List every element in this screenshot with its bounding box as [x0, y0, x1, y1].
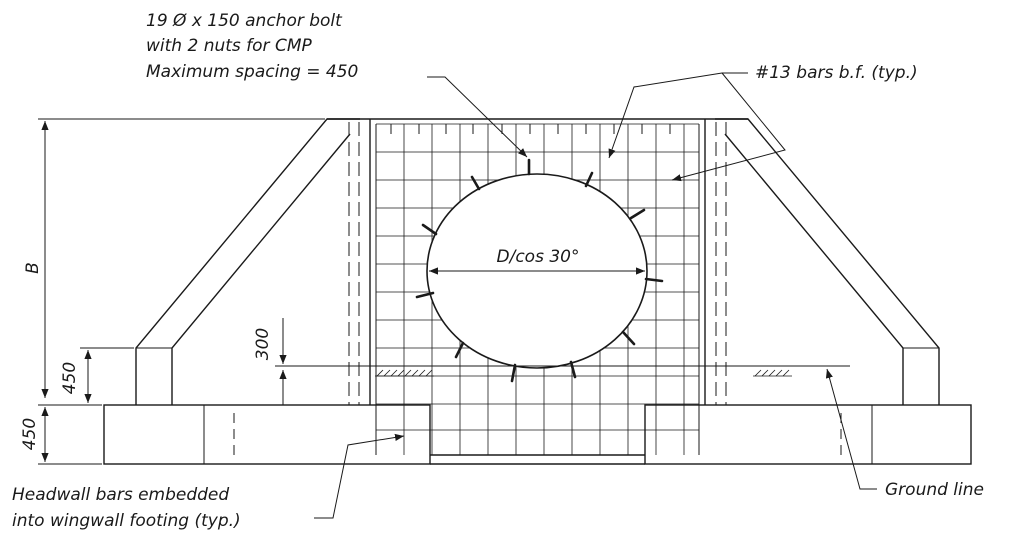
- anchor-bolt: [470, 175, 481, 191]
- anchor-bolt: [569, 360, 577, 379]
- left-footing: [103, 404, 431, 465]
- bars-note: #13 bars b.f. (typ.): [755, 63, 918, 83]
- anchor-bolt: [621, 330, 636, 346]
- dim-b-label: B: [23, 262, 43, 274]
- ground-line: [275, 365, 850, 377]
- leader-anchor-bolt: [427, 76, 528, 158]
- dimension-b: [38, 118, 325, 398]
- right-footing: [644, 404, 972, 465]
- anchor-bolt: [584, 171, 594, 188]
- dimension-450-upper: [80, 347, 134, 403]
- pipe-width-label: D/cos 30°: [497, 247, 580, 267]
- anchor-bolts: [415, 158, 664, 383]
- headwall-note-line1: Headwall bars embedded: [12, 485, 229, 505]
- anchor-bolt: [510, 363, 517, 383]
- right-wingwall: [715, 118, 940, 405]
- anchor-bolt: [454, 341, 465, 359]
- left-wingwall: [135, 118, 360, 405]
- dim-300-label: 300: [253, 328, 273, 360]
- leader-bars: [608, 72, 786, 182]
- dim-450-upper-label: 450: [60, 362, 80, 394]
- anchor-bolt: [644, 277, 664, 283]
- center-footing-base: [430, 454, 645, 465]
- leader-headwall-bars: [314, 433, 405, 519]
- anchor-bolt-note-line3: Maximum spacing = 450: [146, 62, 358, 82]
- anchor-bolt: [421, 223, 438, 236]
- ground-line-note: Ground line: [885, 480, 984, 500]
- dimension-450-lower: [38, 404, 102, 465]
- anchor-bolt-note-line2: with 2 nuts for CMP: [146, 36, 312, 56]
- anchor-bolt: [629, 208, 646, 220]
- anchor-bolt: [415, 291, 435, 299]
- dim-450-lower-label: 450: [20, 418, 40, 450]
- headwall-note-line2: into wingwall footing (typ.): [12, 511, 241, 531]
- leader-ground-line: [825, 368, 877, 490]
- headwall-outline: [327, 118, 748, 455]
- anchor-bolt-note-line1: 19 Ø x 150 anchor bolt: [146, 11, 343, 31]
